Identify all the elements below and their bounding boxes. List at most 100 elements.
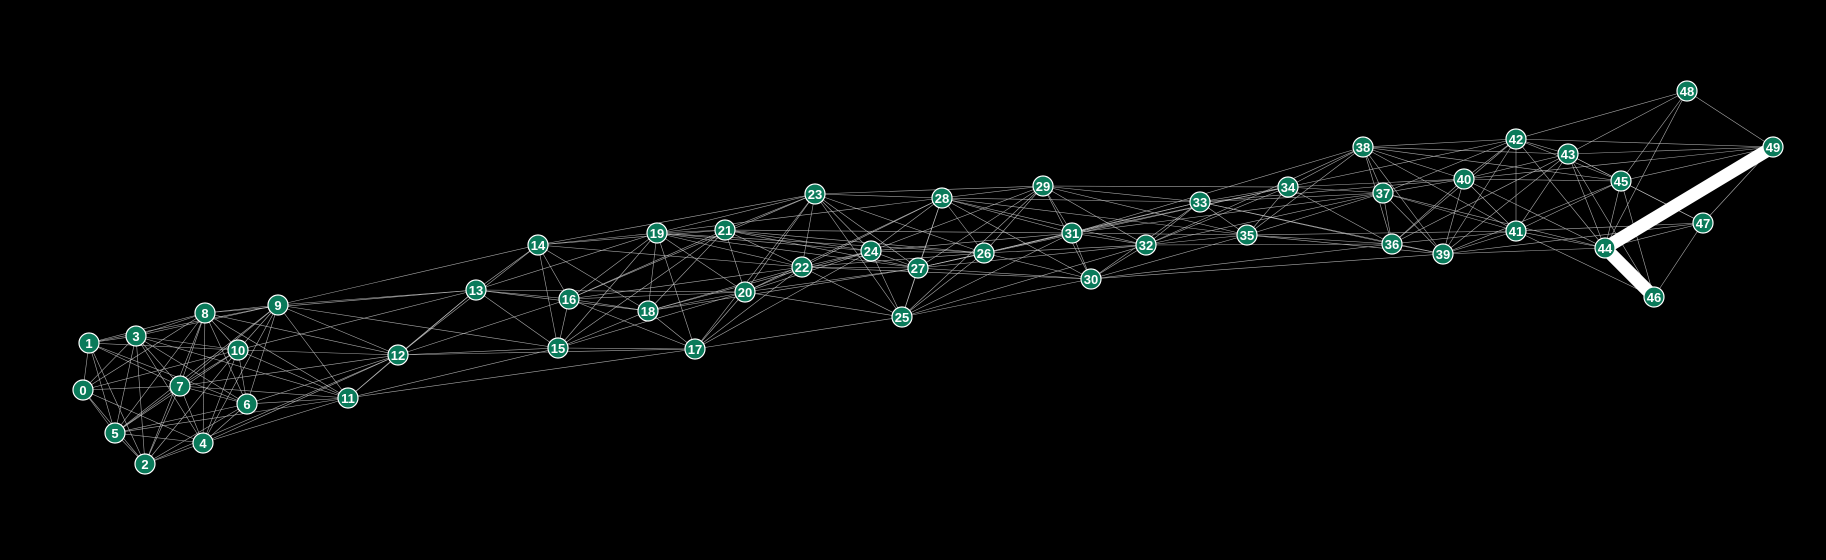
node-48[interactable]: 48 bbox=[1676, 80, 1698, 102]
node-7[interactable]: 7 bbox=[169, 375, 191, 397]
node-26[interactable]: 26 bbox=[973, 242, 995, 264]
edge-1-10 bbox=[88, 342, 239, 351]
node-12[interactable]: 12 bbox=[387, 344, 409, 366]
node-circle bbox=[1676, 80, 1698, 102]
node-37[interactable]: 37 bbox=[1372, 182, 1394, 204]
node-0[interactable]: 0 bbox=[72, 379, 94, 401]
node-label: 44 bbox=[1598, 241, 1613, 256]
edge-32-37 bbox=[1145, 192, 1384, 246]
node-47[interactable]: 47 bbox=[1692, 212, 1714, 234]
edge-17-22 bbox=[694, 266, 803, 350]
edge-21-26 bbox=[724, 229, 985, 254]
node-circle bbox=[125, 325, 147, 347]
node-45[interactable]: 45 bbox=[1610, 170, 1632, 192]
node-38[interactable]: 38 bbox=[1352, 136, 1374, 158]
node-16[interactable]: 16 bbox=[558, 288, 580, 310]
edge-28-35 bbox=[941, 197, 1248, 236]
edge-27-28 bbox=[917, 197, 943, 269]
node-31[interactable]: 31 bbox=[1061, 222, 1083, 244]
edge-5-8 bbox=[114, 312, 206, 434]
edge-19-20 bbox=[656, 232, 746, 293]
edge-11-15 bbox=[347, 347, 559, 399]
edge-45-46 bbox=[1620, 180, 1655, 298]
node-label: 29 bbox=[1036, 179, 1050, 194]
edge-12-14 bbox=[397, 244, 539, 356]
edge-39-41 bbox=[1442, 230, 1517, 255]
node-circle bbox=[547, 337, 569, 359]
node-13[interactable]: 13 bbox=[465, 279, 487, 301]
node-15[interactable]: 15 bbox=[547, 337, 569, 359]
node-circle bbox=[1352, 136, 1374, 158]
node-circle bbox=[1610, 170, 1632, 192]
node-42[interactable]: 42 bbox=[1505, 128, 1527, 150]
edge-13-20 bbox=[475, 289, 746, 293]
edge-21-24 bbox=[724, 229, 872, 252]
edge-20-23 bbox=[744, 193, 816, 293]
node-19[interactable]: 19 bbox=[646, 222, 668, 244]
node-39[interactable]: 39 bbox=[1432, 243, 1454, 265]
node-25[interactable]: 25 bbox=[891, 306, 913, 328]
edge-8-13 bbox=[204, 289, 477, 314]
node-circle bbox=[169, 375, 191, 397]
node-circle bbox=[1432, 243, 1454, 265]
node-29[interactable]: 29 bbox=[1032, 175, 1054, 197]
node-49[interactable]: 49 bbox=[1762, 136, 1784, 158]
node-46[interactable]: 46 bbox=[1643, 286, 1665, 308]
edge-15-19 bbox=[557, 232, 658, 349]
node-label: 37 bbox=[1376, 186, 1390, 201]
node-20[interactable]: 20 bbox=[734, 281, 756, 303]
edge-34-36 bbox=[1287, 186, 1393, 245]
edge-41-44 bbox=[1515, 230, 1606, 249]
edge-33-34 bbox=[1199, 186, 1289, 203]
node-44[interactable]: 44 bbox=[1594, 237, 1616, 259]
node-36[interactable]: 36 bbox=[1381, 233, 1403, 255]
edge-23-28 bbox=[814, 193, 943, 199]
node-4[interactable]: 4 bbox=[192, 432, 214, 454]
node-28[interactable]: 28 bbox=[931, 187, 953, 209]
node-9[interactable]: 9 bbox=[267, 294, 289, 316]
node-10[interactable]: 10 bbox=[227, 339, 249, 361]
node-2[interactable]: 2 bbox=[134, 453, 156, 475]
node-30[interactable]: 30 bbox=[1080, 268, 1102, 290]
node-43[interactable]: 43 bbox=[1557, 143, 1579, 165]
edge-7-11 bbox=[179, 385, 349, 399]
edge-40-41 bbox=[1463, 178, 1517, 232]
node-35[interactable]: 35 bbox=[1236, 224, 1258, 246]
edge-33-37 bbox=[1199, 192, 1384, 203]
node-label: 1 bbox=[85, 336, 92, 351]
node-circle bbox=[227, 339, 249, 361]
node-21[interactable]: 21 bbox=[714, 219, 736, 241]
node-17[interactable]: 17 bbox=[684, 338, 706, 360]
node-6[interactable]: 6 bbox=[236, 393, 258, 415]
node-41[interactable]: 41 bbox=[1505, 220, 1527, 242]
node-40[interactable]: 40 bbox=[1453, 168, 1475, 190]
node-3[interactable]: 3 bbox=[125, 325, 147, 347]
node-34[interactable]: 34 bbox=[1277, 176, 1299, 198]
edge-4-5 bbox=[114, 432, 204, 444]
node-22[interactable]: 22 bbox=[791, 256, 813, 278]
node-32[interactable]: 32 bbox=[1135, 234, 1157, 256]
edge-16-21 bbox=[568, 229, 726, 300]
node-8[interactable]: 8 bbox=[194, 302, 216, 324]
node-23[interactable]: 23 bbox=[804, 183, 826, 205]
node-circle bbox=[860, 240, 882, 262]
node-label: 21 bbox=[718, 223, 732, 238]
edge-29-34 bbox=[1042, 185, 1289, 188]
node-27[interactable]: 27 bbox=[907, 257, 929, 279]
node-33[interactable]: 33 bbox=[1189, 191, 1211, 213]
node-label: 36 bbox=[1385, 237, 1399, 252]
edge-9-14 bbox=[277, 244, 539, 306]
node-label: 0 bbox=[79, 383, 86, 398]
node-label: 4 bbox=[199, 436, 207, 451]
node-5[interactable]: 5 bbox=[104, 422, 126, 444]
node-label: 22 bbox=[795, 260, 809, 275]
edge-37-39 bbox=[1382, 192, 1444, 255]
edge-41-45 bbox=[1515, 180, 1622, 232]
node-1[interactable]: 1 bbox=[78, 332, 100, 354]
node-11[interactable]: 11 bbox=[337, 387, 359, 409]
node-18[interactable]: 18 bbox=[637, 300, 659, 322]
edge-8-11 bbox=[204, 312, 349, 399]
node-24[interactable]: 24 bbox=[860, 240, 882, 262]
edge-5-9 bbox=[114, 304, 279, 434]
node-14[interactable]: 14 bbox=[527, 234, 549, 256]
